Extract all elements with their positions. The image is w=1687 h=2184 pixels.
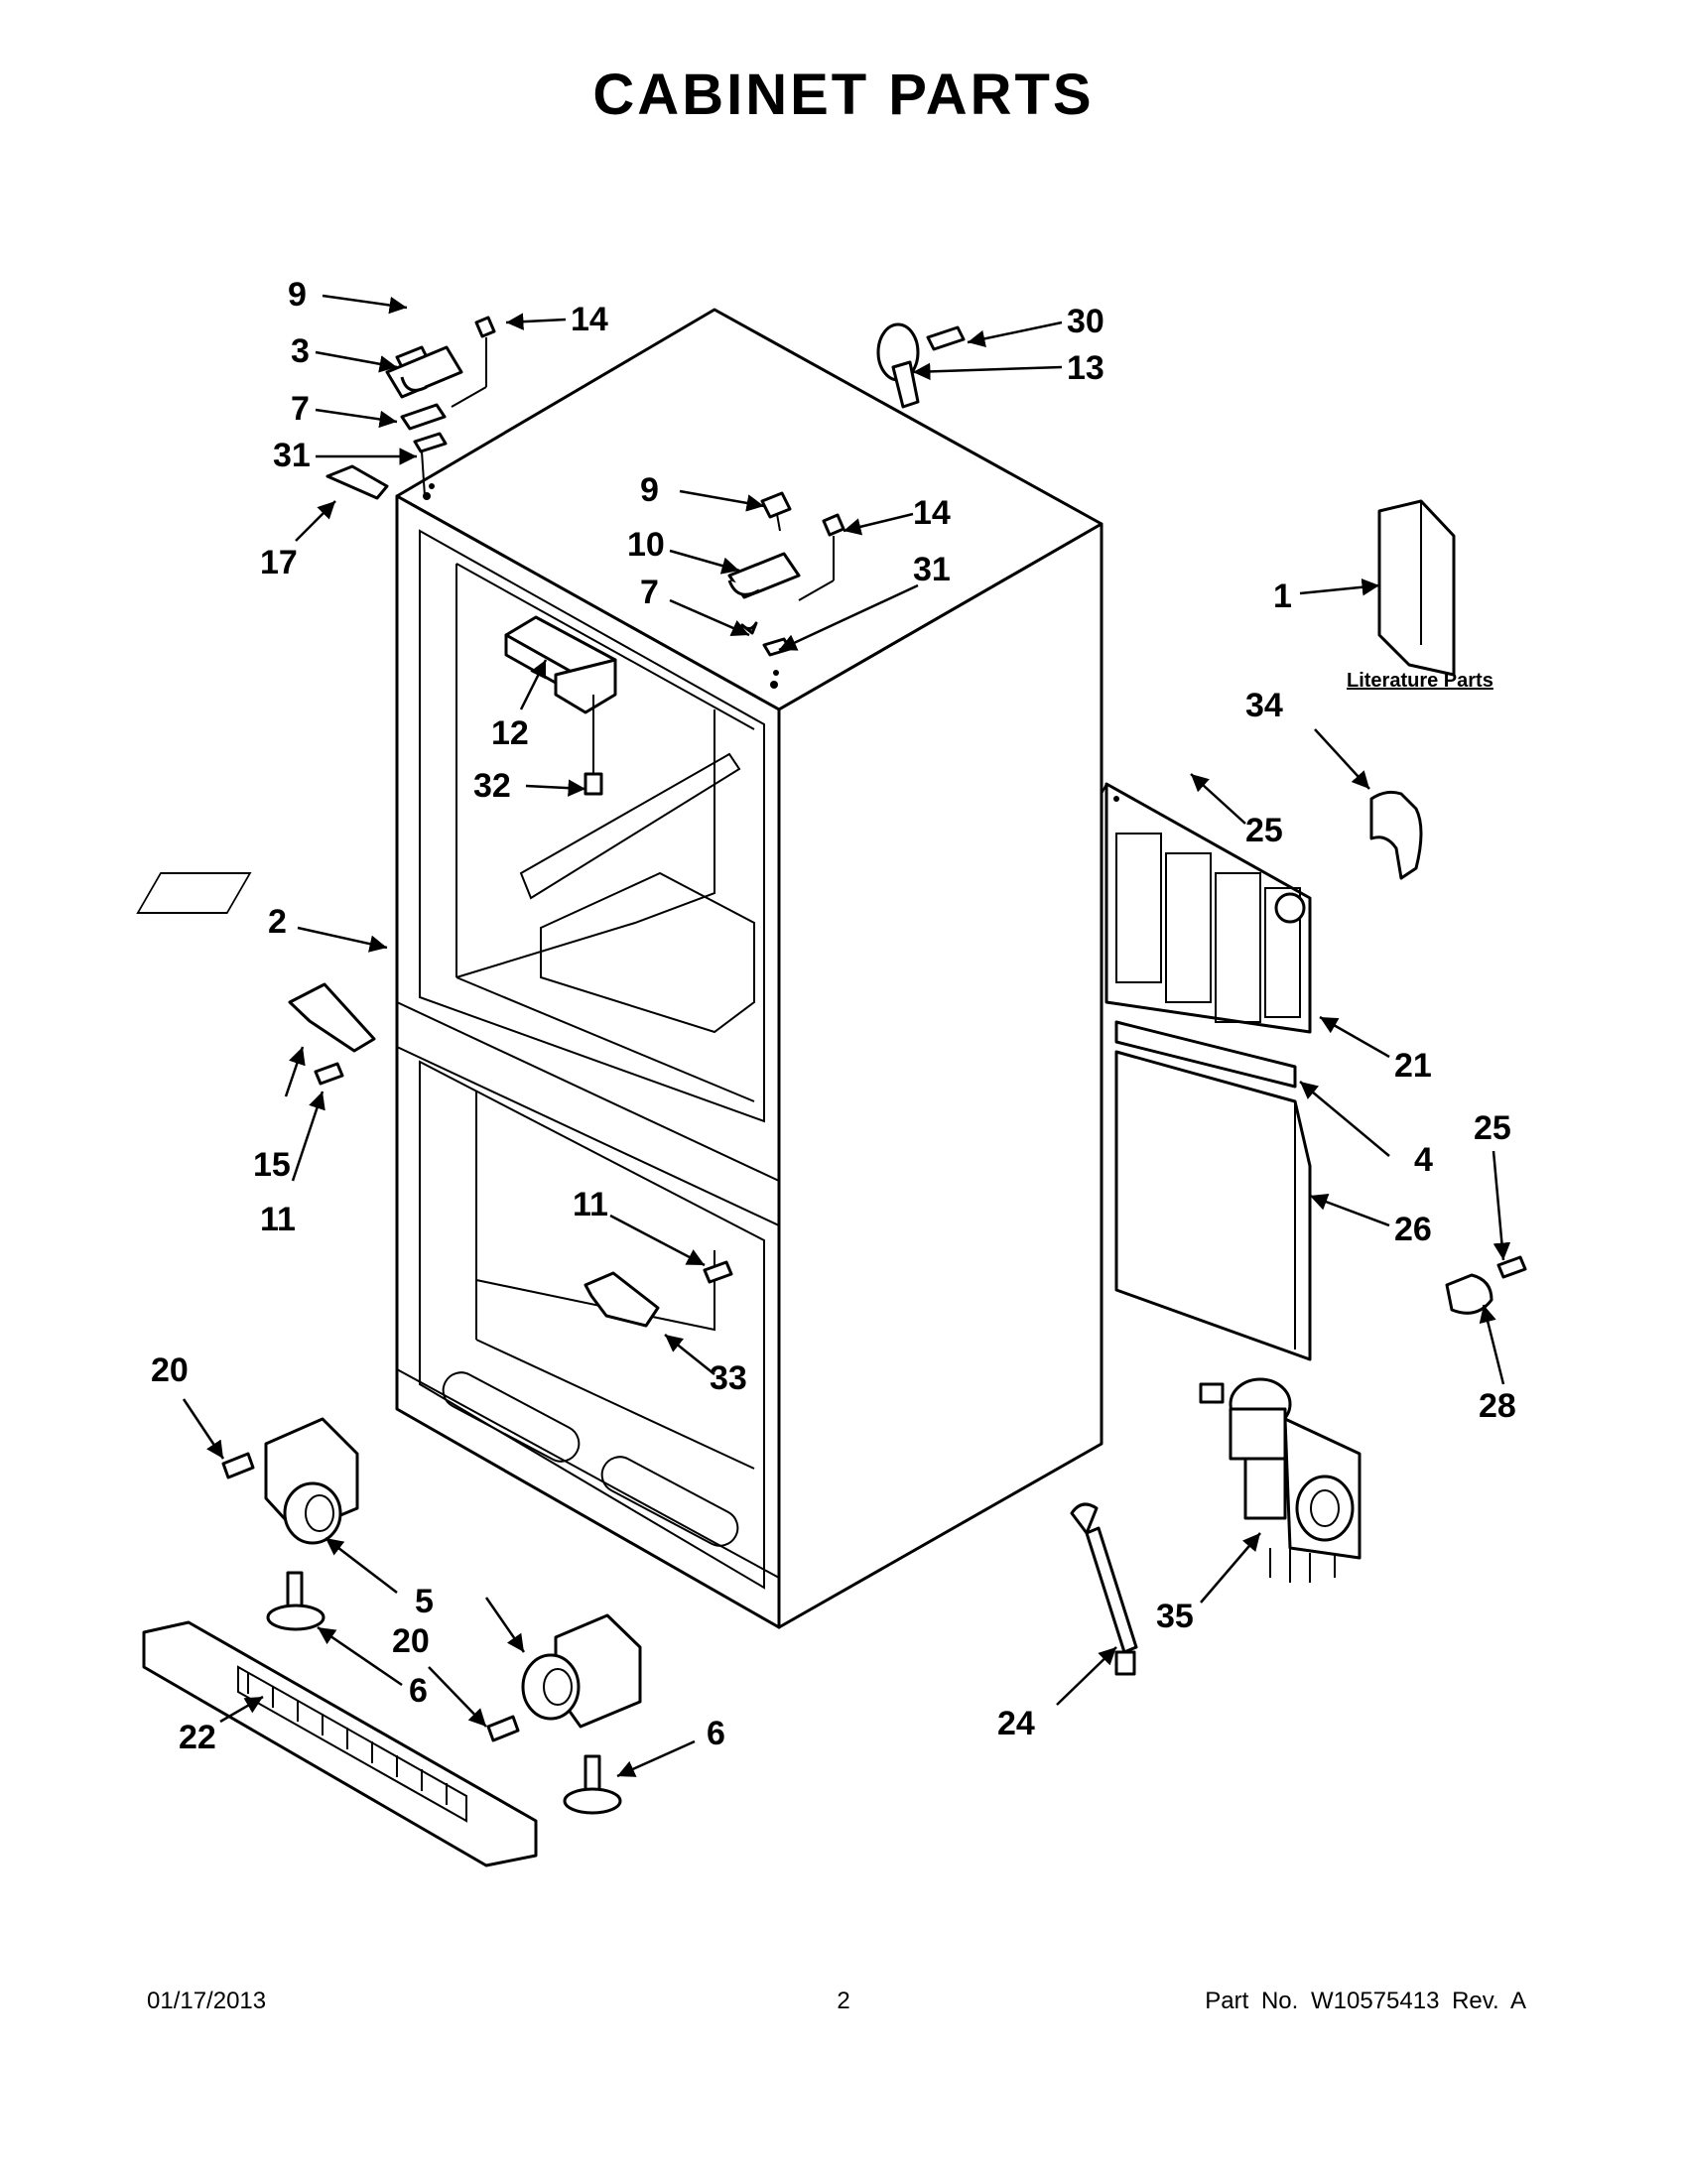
bracket-12 [504, 615, 617, 796]
strip-4 [1114, 1020, 1297, 1089]
callout-5: 5 [415, 1583, 434, 1620]
callout-15: 15 [253, 1146, 291, 1184]
bracket-17 [325, 464, 389, 500]
callout-13: 13 [1067, 349, 1104, 387]
callout-17: 17 [260, 544, 298, 581]
cabinet [136, 308, 1103, 1629]
literature-parts-label: Literature Parts [1347, 670, 1493, 692]
callout-1: 1 [1273, 578, 1292, 615]
footer-part-number: Part No. W10575413 Rev. A [1205, 1988, 1526, 2014]
callout-35: 35 [1156, 1598, 1194, 1635]
callout-6: 6 [707, 1715, 725, 1752]
callout-32: 32 [473, 767, 511, 805]
literature-book [1377, 499, 1456, 677]
callout-24: 24 [997, 1705, 1035, 1742]
callout-26: 26 [1394, 1211, 1432, 1248]
roller-right [486, 1613, 642, 1742]
leveler-right [563, 1754, 622, 1815]
callout-30: 30 [1067, 303, 1104, 340]
callout-21: 21 [1394, 1047, 1432, 1085]
callout-9: 9 [640, 471, 659, 509]
footer-date: 01/17/2013 [147, 1988, 267, 2014]
leveler-left [266, 1571, 325, 1631]
callout-7: 7 [291, 390, 310, 428]
callout-33: 33 [710, 1359, 747, 1397]
callout-31: 31 [273, 437, 311, 474]
callout-3: 3 [291, 332, 310, 370]
callout-28: 28 [1479, 1387, 1516, 1425]
clip-28 [1445, 1255, 1527, 1315]
fill-tube-24 [1070, 1502, 1138, 1676]
callout-14: 14 [913, 494, 951, 532]
callout-4: 4 [1414, 1141, 1433, 1179]
water-valve-35 [1199, 1377, 1362, 1583]
callout-14: 14 [571, 301, 608, 338]
footer-page-number: 2 [837, 1988, 850, 2014]
roller-left [221, 1417, 359, 1545]
callout-25: 25 [1245, 812, 1283, 849]
top-right-cover [876, 322, 966, 409]
callout-6: 6 [409, 1672, 428, 1710]
center-hinge-assembly [727, 491, 845, 657]
bracket-33 [584, 1271, 660, 1328]
callout-9: 9 [288, 276, 307, 314]
callout-7: 7 [640, 574, 659, 611]
callout-20: 20 [392, 1622, 430, 1660]
callout-12: 12 [491, 714, 529, 752]
top-left-hinge-assembly [385, 316, 496, 497]
bracket-15 [288, 982, 376, 1053]
callout-25: 25 [1474, 1109, 1511, 1147]
rear-grille-21 [1101, 782, 1312, 1034]
callout-11: 11 [260, 1201, 296, 1238]
callout-labels: 9 14 3 7 31 17 30 13 9 10 7 14 31 1 Lite… [151, 276, 1516, 1756]
clip-34 [1369, 790, 1423, 880]
toe-grille-22 [142, 1620, 538, 1867]
panel-26 [1114, 1050, 1312, 1361]
callout-2: 2 [268, 903, 287, 941]
callout-11: 11 [573, 1186, 608, 1223]
callout-10: 10 [627, 526, 665, 564]
callout-31: 31 [913, 551, 951, 588]
screw-11b [703, 1260, 733, 1284]
screw-11a [314, 1062, 344, 1086]
callout-34: 34 [1245, 687, 1283, 724]
callout-20: 20 [151, 1351, 189, 1389]
callout-22: 22 [179, 1719, 216, 1756]
leader-lines [182, 294, 1511, 1778]
page-title: CABINET PARTS [592, 63, 1095, 127]
